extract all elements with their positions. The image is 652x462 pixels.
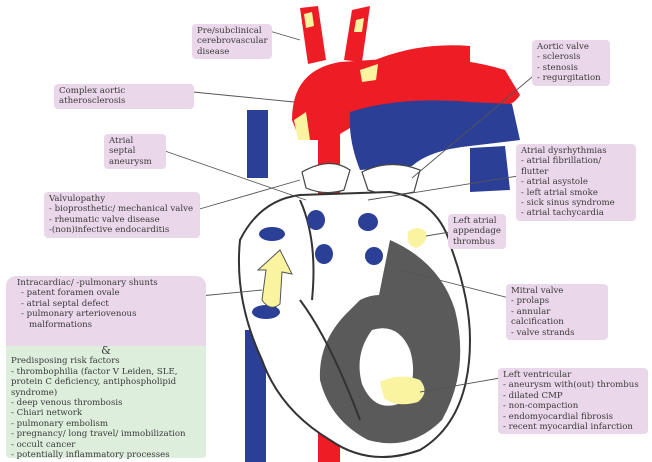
list-item: - atrial fibrillation/ flutter: [521, 156, 602, 177]
label-title: Atrial dysrhythmias: [521, 146, 607, 156]
leader-lv: [419, 377, 501, 393]
list-item: malformations: [29, 319, 93, 330]
list-item: - pulmonary arteriovenous: [21, 309, 137, 320]
label-line: Atrial septal: [109, 136, 136, 157]
leader-mitral: [399, 269, 510, 299]
label-line: Complex aortic atherosclerosis: [59, 86, 126, 107]
list-item: - aneurysm with(out) thrombus: [503, 380, 639, 391]
list-item: - potentially inflammatory processes: [11, 450, 170, 461]
plaque-carotid-2: [354, 18, 364, 32]
label-complex-aortic-atherosclerosis: Complex aortic atherosclerosis: [54, 84, 194, 109]
lv-thrombus: [380, 376, 425, 405]
list-item: - atrial tachycardia: [521, 208, 604, 219]
label-title: Predisposing risk factors: [11, 356, 120, 367]
label-atrial-dysrhythmias: Atrial dysrhythmias - atrial fibrillatio…: [516, 144, 636, 221]
label-title: Left ventricular: [503, 370, 572, 380]
plaque-arch: [294, 112, 310, 140]
list-item: syndrome): [11, 387, 58, 398]
list-item: - atrial asystole: [521, 177, 588, 188]
shunt-arrow-icon: [256, 249, 293, 308]
pulmonary-vein-opening-1: [259, 227, 285, 241]
list-item: - pulmonary embolism: [11, 418, 109, 429]
label-line: aneurysm: [109, 156, 152, 167]
label-intracardiac-shunts: Intracardiac/ -pulmonary shunts - patent…: [6, 276, 206, 346]
label-left-atrial-appendage-thrombus: Left atrial appendage thrombus: [448, 214, 506, 250]
leader-dysrhythmia: [367, 175, 519, 201]
list-item: - pregnancy/ long travel/ immobilization: [11, 429, 186, 440]
inferior-vena-cava: [245, 330, 266, 462]
list-item: - dilated CMP: [503, 390, 563, 401]
list-item: - endomyocardial fibrosis: [503, 411, 614, 422]
leader-asa: [161, 149, 307, 201]
aortic-arch: [292, 57, 520, 140]
list-item: - regurgitation: [537, 73, 601, 84]
aortic-valve-cusps: [301, 162, 351, 194]
left-carotid-artery: [344, 6, 370, 62]
label-atrial-septal-aneurysm: Atrial septal aneurysm: [104, 134, 166, 170]
pulmonary-artery: [349, 100, 520, 170]
list-item: - atrial septal defect: [21, 298, 109, 309]
list-item: - patent foramen ovale: [21, 288, 120, 299]
pulmonary-valve-cusps: [361, 163, 421, 196]
plaque-carotid: [304, 12, 314, 28]
label-cerebrovascular-disease: Pre/subclinical cerebrovascular disease: [192, 24, 272, 60]
label-line: cerebrovascular: [197, 36, 268, 47]
label-predisposing-risk-factors: & Predisposing risk factors - thrombophi…: [6, 344, 206, 461]
list-item: - deep venous thrombosis: [11, 398, 123, 409]
list-item: - valve strands: [511, 327, 575, 338]
leader-aortic-valve: [411, 71, 539, 179]
label-title: Aortic valve: [537, 42, 589, 52]
label-line: thrombus: [453, 236, 495, 247]
list-item: - occult cancer: [11, 439, 76, 450]
list-item: - Chiari network: [11, 408, 83, 419]
brachiocephalic-artery: [300, 6, 326, 64]
leader-laa: [425, 231, 451, 237]
leader-aortic-athero: [192, 91, 295, 103]
laa-thrombus: [407, 228, 427, 248]
leader-valvulopathy: [195, 179, 301, 211]
list-item: - left atrial smoke: [521, 187, 598, 198]
label-mitral-valve: Mitral valve - prolaps - annular calcifi…: [506, 284, 608, 341]
label-left-ventricular: Left ventricular - aneurysm with(out) th…: [498, 368, 648, 435]
leader-shunt: [199, 289, 263, 297]
list-item: -(non)infective endocarditis: [49, 225, 170, 236]
ivc-opening: [252, 305, 280, 319]
label-line: disease: [197, 46, 230, 57]
label-title: Valvulopathy: [49, 194, 106, 204]
interatrial-septum: [299, 199, 315, 301]
list-item: - rheumatic valve disease: [49, 214, 160, 225]
list-item: - sick sinus syndrome: [521, 198, 615, 209]
label-valvulopathy: Valvulopathy - bioprosthetic/ mechanical…: [44, 192, 200, 238]
label-title: Mitral valve: [511, 286, 564, 296]
list-item: - sclerosis: [537, 52, 581, 63]
plaque-arch-2: [360, 64, 378, 82]
label-line: Pre/subclinical: [197, 26, 262, 36]
list-item: - bioprosthetic/ mechanical valve: [49, 204, 194, 215]
label-line: Left atrial: [453, 216, 497, 226]
list-item: - prolaps: [511, 296, 550, 307]
interventricular-septum: [299, 299, 361, 421]
pulmonary-vein-opening-2: [307, 210, 325, 230]
pulmonary-vein-opening-4: [315, 244, 333, 264]
label-line: appendage: [453, 226, 501, 237]
label-title: Intracardiac/ -pulmonary shunts: [17, 278, 158, 288]
list-item: - thrombophilia (factor V Leiden, SLE,: [11, 366, 178, 377]
ampersand: &: [101, 344, 111, 357]
list-item: - annular calcification: [511, 306, 564, 328]
label-aortic-valve: Aortic valve - sclerosis - stenosis - re…: [532, 40, 610, 86]
list-item: - recent myocardial infarction: [503, 422, 633, 433]
pulmonary-vein-opening-5: [365, 247, 383, 265]
list-item: - stenosis: [537, 62, 578, 73]
pulmonary-vein-opening-3: [358, 213, 378, 231]
list-item: protein C deficiency, antiphospholipid: [11, 377, 177, 388]
pulmonary-artery-branch: [470, 146, 510, 192]
list-item: - non-compaction: [503, 401, 579, 412]
superior-vena-cava: [247, 110, 268, 178]
